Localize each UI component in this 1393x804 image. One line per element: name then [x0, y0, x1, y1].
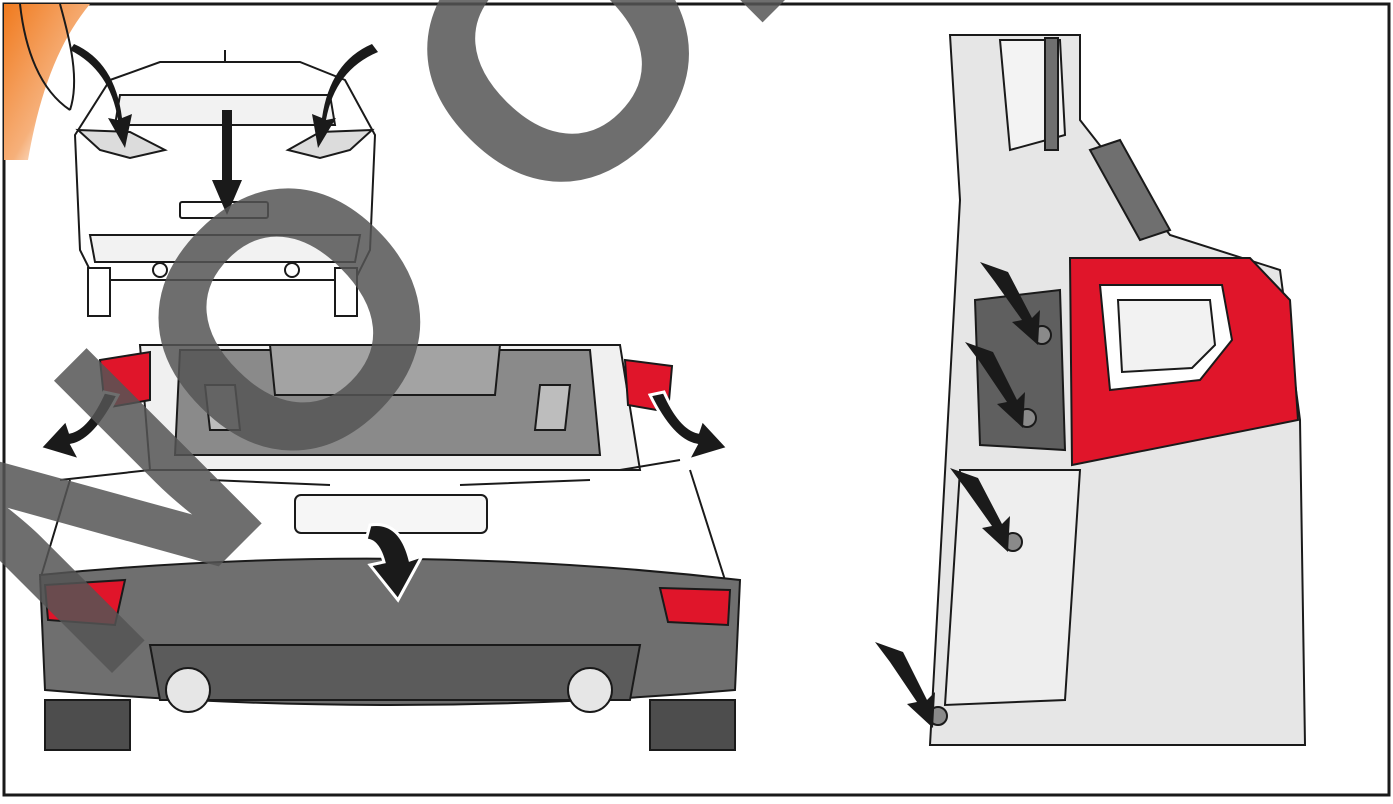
instruction-illustration: NO ORIGINAL [0, 0, 1393, 799]
instruction-sheet: NO ORIGINAL [0, 0, 1393, 799]
